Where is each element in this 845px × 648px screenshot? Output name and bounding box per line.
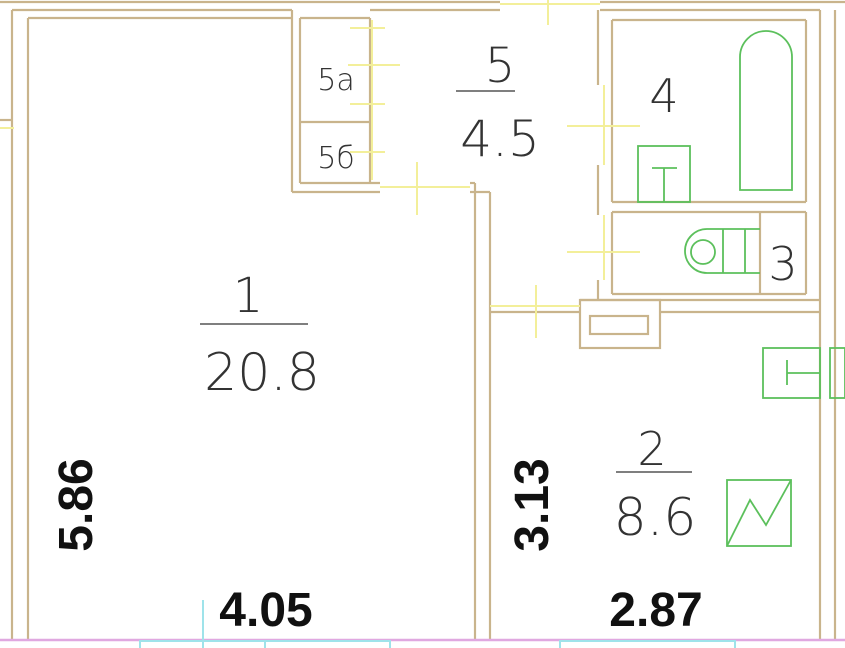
exterior [0,600,845,648]
room3-number: 3 [768,237,797,291]
room5a-number: 5а [317,63,354,98]
room2-area: 8.6 [614,488,697,548]
room5-number: 5 [485,38,516,94]
room5-area: 4.5 [460,110,540,168]
room1-width-dimension: 4.05 [219,584,312,637]
fixtures [637,30,845,547]
room2-number: 2 [637,422,666,476]
room2-height-dimension: 3.13 [506,458,559,551]
bathtub-icon [739,30,793,191]
room1-height-dimension: 5.86 [50,458,103,551]
room4-number: 4 [649,69,678,123]
room2-width-dimension: 2.87 [609,584,702,637]
room5b-number: 5б [317,141,354,176]
toilet-icon [684,228,760,274]
room1-area: 20.8 [204,343,320,403]
room1-number: 1 [233,268,264,324]
doors [0,0,640,338]
kitchen-sink-icon [726,479,792,547]
